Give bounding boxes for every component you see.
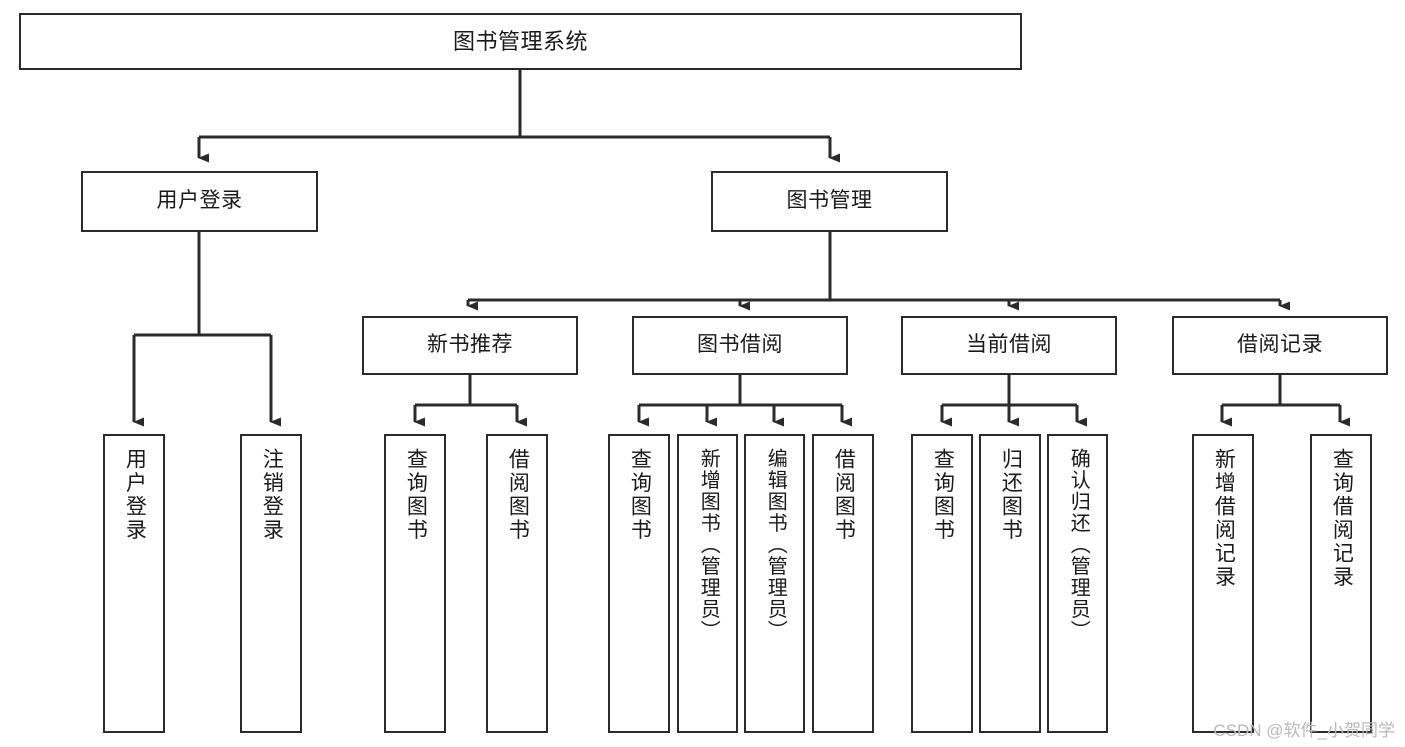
leaf-add-book-admin[interactable]: 新增图书（管理员） [677,434,738,733]
leaf-borrow-book[interactable]: 借阅图书 [812,434,874,733]
node-label: 用户登录 [123,448,147,542]
node-label: 查询图书 [931,448,955,542]
node-label: 确认归还（管理员） [1067,448,1090,642]
node-label: 借阅记录 [1237,333,1323,357]
leaf-query-book-borrow[interactable]: 查询图书 [608,434,670,733]
node-label: 注销登录 [260,448,284,542]
node-label: 归还图书 [999,448,1023,542]
node-label: 查询图书 [404,448,428,542]
leaf-logout[interactable]: 注销登录 [240,434,302,733]
leaf-query-borrow-record[interactable]: 查询借阅记录 [1310,434,1372,733]
node-new-book-recommend[interactable]: 新书推荐 [362,316,578,375]
node-label: 新增借阅记录 [1212,448,1236,589]
leaf-edit-book-admin[interactable]: 编辑图书（管理员） [744,434,805,733]
leaf-query-book-current[interactable]: 查询图书 [911,434,973,733]
node-label: 图书管理系统 [452,28,588,54]
leaf-user-login[interactable]: 用户登录 [103,434,165,733]
node-label: 新增图书（管理员） [697,448,720,642]
node-label: 图书管理 [786,189,873,213]
csdn-watermark: CSDN @软件_小贺同学 [1213,721,1395,740]
node-book-borrow[interactable]: 图书借阅 [632,316,848,375]
node-user-login[interactable]: 用户登录 [81,171,318,232]
node-label: 借阅图书 [506,448,530,542]
leaf-add-borrow-record[interactable]: 新增借阅记录 [1192,434,1254,733]
node-book-management[interactable]: 图书管理 [711,171,948,232]
node-library-management-system[interactable]: 图书管理系统 [19,13,1022,70]
node-label: 查询图书 [628,448,652,542]
leaf-borrow-book-recommend[interactable]: 借阅图书 [486,434,548,733]
leaf-confirm-return-admin[interactable]: 确认归还（管理员） [1047,434,1108,733]
node-label: 图书借阅 [697,333,783,357]
leaf-query-book-recommend[interactable]: 查询图书 [384,434,446,733]
leaf-return-book[interactable]: 归还图书 [979,434,1041,733]
node-label: 编辑图书（管理员） [764,448,787,642]
node-label: 借阅图书 [832,448,856,542]
node-label: 新书推荐 [427,333,513,357]
node-label: 用户登录 [156,189,243,213]
node-label: 查询借阅记录 [1330,448,1354,589]
node-current-borrow[interactable]: 当前借阅 [901,316,1117,375]
node-borrow-record[interactable]: 借阅记录 [1172,316,1388,375]
node-label: 当前借阅 [966,333,1052,357]
